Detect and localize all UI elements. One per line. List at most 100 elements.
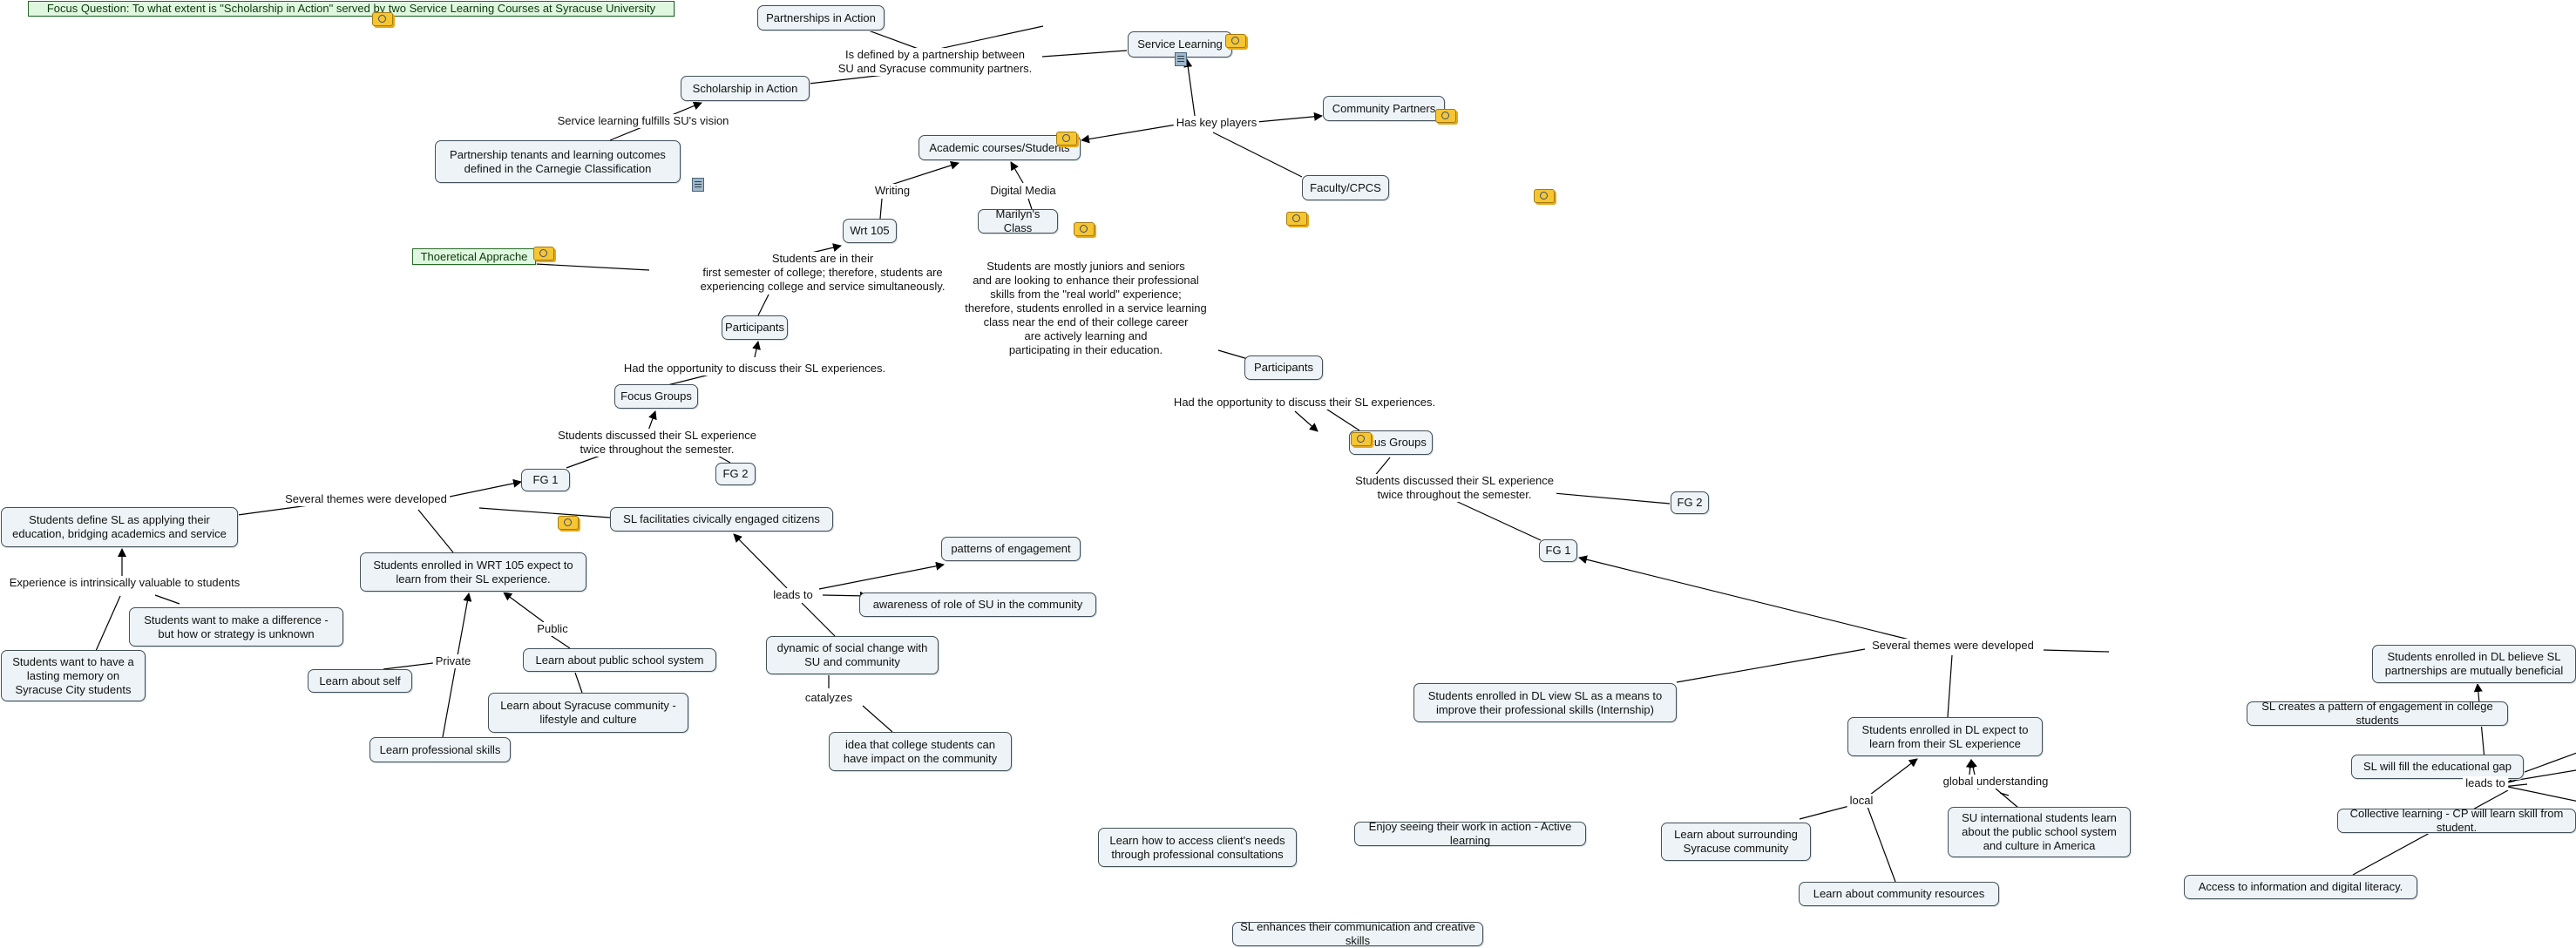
node-access-information[interactable]: Access to information and digital litera… [2184,875,2417,899]
node-dl-believe[interactable]: Students enrolled in DL believe SL partn… [2372,645,2576,683]
linked-resources-icon[interactable] [1056,132,1077,146]
node-participants-right[interactable]: Participants [1244,356,1323,380]
connector-line [1867,806,1896,883]
label-global-understanding: global understanding [1940,775,2051,789]
node-wrt105[interactable]: Wrt 105 [843,219,897,243]
label-juniors-seniors: Students are mostly juniors and seniors … [962,260,1210,357]
node-learn-access-needs[interactable]: Learn how to access client's needs throu… [1098,828,1297,867]
node-fg1-left[interactable]: FG 1 [521,469,570,491]
linked-resources-icon[interactable] [1074,222,1095,236]
label-themes-right: Several themes were developed [1869,639,2037,653]
connector-line [801,602,836,637]
node-patterns-engagement[interactable]: patterns of engagement [941,537,1081,561]
label-twice-right: Students discussed their SL experience t… [1352,474,1556,502]
linked-resources-icon[interactable] [1534,189,1555,203]
connector-line [503,592,545,623]
label-catalyzes: catalyzes [802,691,856,705]
connector-line [1799,804,1854,820]
node-marilyns-class[interactable]: Marilyn's Class [978,207,1058,234]
node-sl-facilitates[interactable]: SL facilitaties civically engaged citize… [610,507,833,532]
node-fg1-right[interactable]: FG 1 [1539,539,1577,562]
node-community-partners[interactable]: Community Partners [1323,96,1445,121]
label-digital-media: Digital Media [987,184,1059,198]
node-fg2-left[interactable]: FG 2 [715,463,756,485]
node-enjoy-seeing-work[interactable]: Enjoy seeing their work in action - Acti… [1354,820,1586,847]
linked-resources-icon[interactable] [533,247,554,261]
connector-line [1449,498,1542,541]
connector-line [1081,124,1177,144]
linked-resources-icon[interactable] [1225,34,1246,48]
node-fg2-right[interactable]: FG 2 [1671,491,1709,514]
connector-line [663,373,714,387]
label-first-semester: Students are in their first semester of … [697,252,948,294]
connector-line [1041,50,1128,58]
node-focus-groups-left[interactable]: Focus Groups [614,384,698,409]
connector-line [1676,648,1866,683]
node-collective-learning[interactable]: Collective learning - CP will learn skil… [2337,807,2576,834]
focus-question: Focus Question: To what extent is "Schol… [28,1,675,17]
label-themes-left: Several themes were developed [282,492,450,506]
node-learn-syracuse-community[interactable]: Learn about Syracuse community - lifesty… [488,693,688,733]
label-defined-by-partnership: Is defined by a partnership between SU a… [835,48,1035,76]
connector-line [862,705,893,733]
connector-line [1183,58,1196,123]
linked-resources-icon[interactable] [558,516,579,530]
label-discuss-left: Had the opportunity to discuss their SL … [620,362,889,376]
connector-line [1869,758,1918,796]
connector-line [440,478,522,499]
node-learn-professional-skills[interactable]: Learn professional skills [369,737,511,762]
label-public: Public [534,622,571,636]
connector-line [1217,349,1249,360]
node-learn-surrounding[interactable]: Learn about surrounding Syracuse communi… [1661,823,1811,861]
node-dl-view-sl[interactable]: Students enrolled in DL view SL as a mea… [1413,683,1677,722]
node-learn-about-self[interactable]: Learn about self [308,669,412,693]
node-learn-public-school[interactable]: Learn about public school system [523,648,716,672]
node-partnership-tenants[interactable]: Partnership tenants and learning outcome… [435,140,681,183]
connector-line [1010,161,1024,184]
node-learn-community-resources[interactable]: Learn about community resources [1799,882,1999,906]
node-lasting-memory[interactable]: Students want to have a lasting memory o… [1,650,146,701]
connector-line [237,504,309,516]
linked-resources-icon[interactable] [372,12,393,26]
node-faculty-cpcs[interactable]: Faculty/CPCS [1302,175,1389,200]
node-wrt105-expect[interactable]: Students enrolled in WRT 105 expect to l… [360,552,586,592]
document-icon[interactable] [1175,52,1187,66]
label-local: local [1847,794,1876,808]
node-sl-international[interactable]: SU international students learn about th… [1948,807,2131,857]
connector-line [1324,407,1360,431]
node-dl-expect[interactable]: Students enrolled in DL expect to learn … [1847,717,2043,756]
node-dynamic-social-change[interactable]: dynamic of social change with SU and com… [766,636,939,674]
connector-line [1212,132,1303,178]
node-participants-left[interactable]: Participants [722,315,788,340]
node-students-define-sl[interactable]: Students define SL as applying their edu… [1,507,238,547]
connector-line [548,633,571,649]
node-sl-creates-pattern[interactable]: SL creates a pattern of engagement in co… [2247,700,2508,727]
linked-resources-icon[interactable] [1351,432,1372,446]
node-sl-enhances[interactable]: SL enhances their communication and crea… [1232,920,1483,947]
node-scholarship-in-action[interactable]: Scholarship in Action [681,76,810,101]
node-theoretical-approaches[interactable]: Thoeretical Apprache [412,248,536,265]
node-idea-college-students[interactable]: idea that college students can have impa… [829,732,1012,771]
node-partnerships-in-action[interactable]: Partnerships in Action [757,5,885,30]
connector-line [1027,198,1033,210]
connector-line [2507,786,2576,802]
label-intrinsically-valuable: Experience is intrinsically valuable to … [6,576,243,590]
label-twice-left: Students discussed their SL experience t… [555,429,759,457]
node-awareness-role[interactable]: awareness of role of SU in the community [859,592,1096,617]
connector-line [818,561,945,590]
node-make-difference[interactable]: Students want to make a difference - but… [129,607,343,647]
connector-line [879,198,883,220]
label-private: Private [432,654,474,668]
linked-resources-icon[interactable] [1435,109,1456,123]
document-icon[interactable] [692,178,704,192]
connector-line [478,507,611,518]
node-academic-courses[interactable]: Academic courses/Students [919,135,1081,160]
node-sl-fill-gap[interactable]: SL will fill the educational gap [2351,755,2524,779]
connector-line [733,533,788,589]
label-discuss-right: Had the opportunity to discuss their SL … [1170,396,1439,410]
label-has-key-players: Has key players [1173,116,1260,130]
connector-line [1947,654,1953,718]
linked-resources-icon[interactable] [1286,212,1307,226]
